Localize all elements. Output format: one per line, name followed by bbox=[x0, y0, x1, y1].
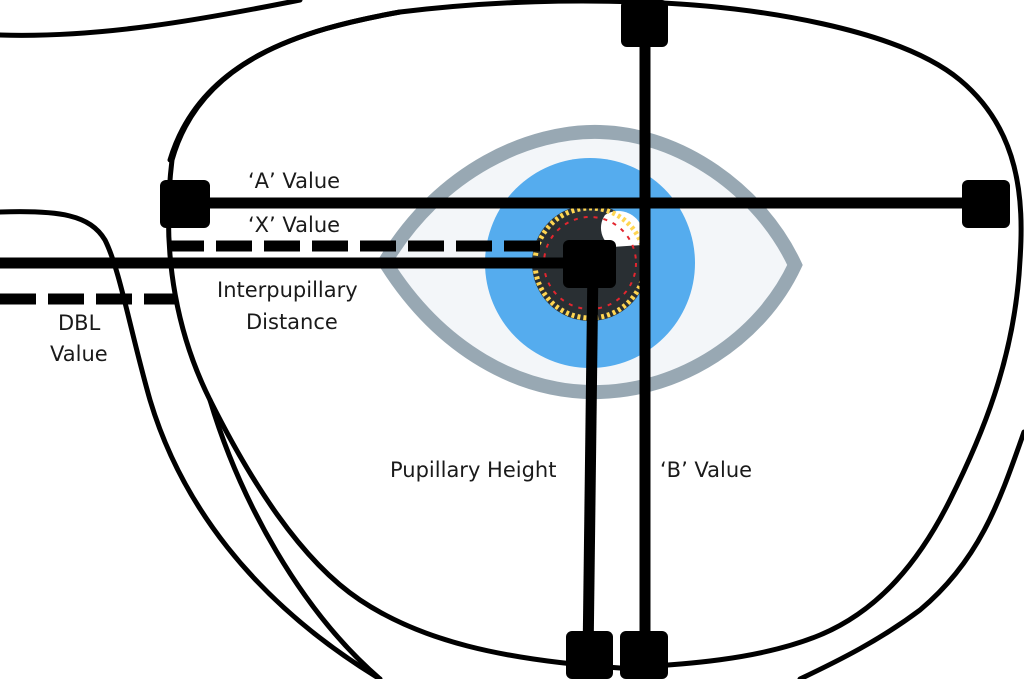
a-value-left-handle[interactable] bbox=[160, 180, 210, 228]
lens-rim-outline bbox=[165, 0, 1024, 671]
frame-outer-bottom-left bbox=[207, 397, 383, 679]
b-value-bottom-handle[interactable] bbox=[620, 631, 668, 679]
dbl-label-line1: DBL bbox=[58, 311, 101, 335]
b-value-label: ‘B’ Value bbox=[660, 458, 752, 482]
ipd-label-line2: Distance bbox=[246, 310, 338, 334]
pupillary-height-bottom-handle[interactable] bbox=[566, 631, 613, 679]
frame-outer-right bbox=[797, 429, 1024, 679]
frame-top-edge bbox=[0, 0, 303, 38]
b-value-top-handle[interactable] bbox=[621, 0, 668, 47]
a-value-right-handle[interactable] bbox=[962, 180, 1010, 228]
ipd-label-line1: Interpupillary bbox=[217, 278, 358, 302]
nose-pad-curve bbox=[0, 209, 383, 679]
frame-outer-curve-top bbox=[167, 9, 403, 163]
dbl-label-line2: Value bbox=[50, 342, 108, 366]
pupil-center-handle[interactable] bbox=[563, 240, 616, 288]
a-value-label: ‘A’ Value bbox=[248, 169, 340, 193]
pupillary-height-line bbox=[582, 262, 599, 661]
x-value-label: ‘X’ Value bbox=[248, 213, 340, 237]
pupillary-height-label: Pupillary Height bbox=[390, 458, 556, 482]
